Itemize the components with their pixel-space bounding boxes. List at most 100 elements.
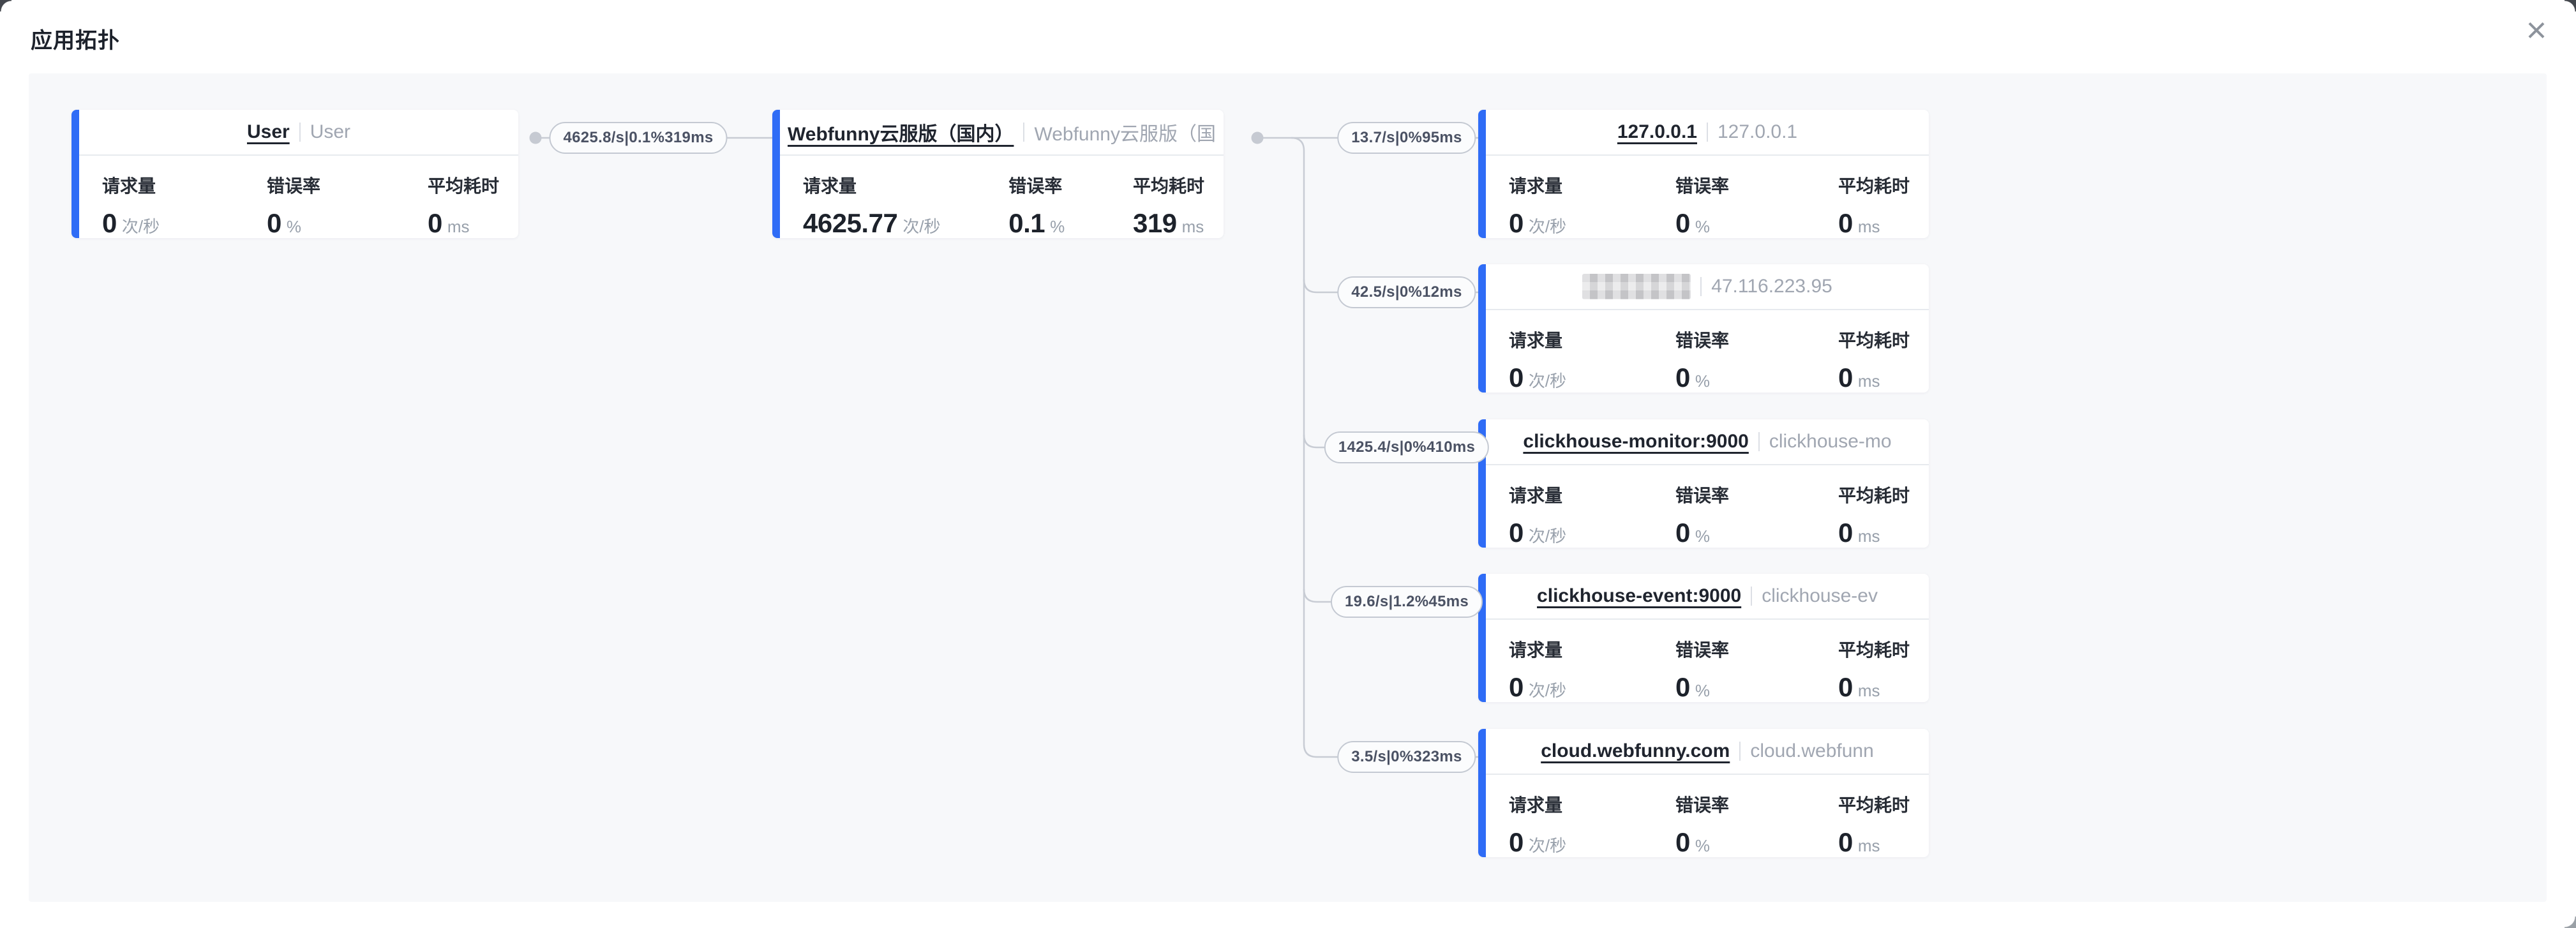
node-card-clickhouse-monitor[interactable]: clickhouse-monitor:9000 clickhouse-mo 请求… (1478, 419, 1929, 548)
metric-unit: % (1695, 217, 1711, 236)
metric-error-rate: 错误率 0% (1675, 791, 1729, 858)
node-header: clickhouse-event:9000 clickhouse-ev (1486, 574, 1929, 620)
metric-value: 0 (1509, 827, 1524, 857)
metric-unit: % (1050, 217, 1065, 236)
node-card-webfunny[interactable]: Webfunny云服版（国内） Webfunny云服版（国 请求量 4625.7… (772, 110, 1224, 238)
metric-label: 平均耗时 (1838, 795, 1910, 815)
metric-error-rate: 错误率 0% (1675, 172, 1729, 239)
metric-label: 平均耗时 (1838, 640, 1910, 660)
node-card-clickhouse-event[interactable]: clickhouse-event:9000 clickhouse-ev 请求量 … (1478, 574, 1929, 702)
metric-unit: 次/秒 (121, 217, 160, 236)
metric-label: 平均耗时 (427, 176, 499, 196)
node-accent-bar (1478, 110, 1486, 238)
metric-unit: ms (1857, 836, 1880, 855)
metric-value: 0 (1838, 208, 1853, 238)
metric-value: 0 (1838, 363, 1853, 393)
metric-value: 0 (1838, 672, 1853, 702)
metric-value: 0 (1509, 518, 1524, 548)
metric-label: 错误率 (1675, 640, 1730, 660)
metric-unit: 次/秒 (1528, 836, 1567, 855)
screen-corner (2565, 0, 2576, 11)
metric-label: 错误率 (1008, 176, 1063, 196)
redacted-node-title (1582, 274, 1691, 299)
title-divider (1707, 123, 1708, 142)
screen-corner (0, 0, 11, 11)
metric-unit: ms (1857, 681, 1880, 700)
metric-value: 0 (1675, 672, 1690, 702)
node-title-link[interactable]: Webfunny云服版（国内） (788, 124, 1014, 145)
metric-unit: % (1695, 527, 1711, 546)
metric-unit: 次/秒 (1528, 527, 1567, 546)
title-divider (1023, 123, 1025, 142)
metric-label: 请求量 (1509, 176, 1563, 196)
metric-label: 请求量 (803, 176, 857, 196)
node-title-link[interactable]: clickhouse-event:9000 (1537, 585, 1742, 606)
metric-label: 平均耗时 (1838, 486, 1910, 505)
node-subtitle: Webfunny云服版（国 (1034, 124, 1216, 145)
metric-value: 0 (102, 208, 117, 238)
node-subtitle: User (310, 121, 351, 142)
metric-unit: 次/秒 (902, 217, 941, 236)
node-title-link[interactable]: cloud.webfunny.com (1541, 740, 1730, 761)
edge-label-pill[interactable]: 4625.8/s|0.1%319ms (549, 122, 728, 154)
edge-label-pill[interactable]: 42.5/s|0%12ms (1337, 276, 1476, 308)
metric-unit: % (1695, 836, 1711, 855)
edge-label-pill[interactable]: 1425.4/s|0%410ms (1324, 431, 1490, 463)
metric-error-rate: 错误率 0% (1675, 482, 1729, 548)
metric-unit: % (1695, 681, 1711, 700)
metric-value: 0 (1838, 518, 1853, 548)
edge-label-pill[interactable]: 13.7/s|0%95ms (1337, 122, 1476, 154)
metric-error-rate: 错误率 0% (1675, 636, 1729, 703)
node-header: User User (79, 110, 518, 156)
node-title-link[interactable]: clickhouse-monitor:9000 (1523, 431, 1749, 452)
close-icon[interactable]: × (2526, 10, 2547, 50)
page-title: 应用拓扑 (31, 29, 120, 53)
metric-unit: ms (1857, 527, 1880, 546)
metric-label: 平均耗时 (1838, 331, 1910, 350)
metric-value: 0 (1675, 518, 1690, 548)
metric-value: 4625.77 (803, 208, 898, 238)
metric-label: 错误率 (267, 176, 321, 196)
metric-value: 0.1 (1008, 208, 1045, 238)
metric-unit: ms (1181, 217, 1204, 236)
node-title-link[interactable]: 127.0.0.1 (1617, 121, 1697, 142)
node-header: 127.0.0.1 127.0.0.1 (1486, 110, 1929, 156)
edge-label-pill[interactable]: 19.6/s|1.2%45ms (1330, 586, 1483, 618)
metric-unit: 次/秒 (1528, 371, 1567, 391)
node-accent-bar (71, 110, 79, 238)
metric-unit: % (286, 217, 302, 236)
node-header: clickhouse-monitor:9000 clickhouse-mo (1486, 419, 1929, 465)
metric-unit: ms (1857, 217, 1880, 236)
metric-label: 平均耗时 (1132, 176, 1204, 196)
node-subtitle: 127.0.0.1 (1718, 121, 1798, 142)
metric-unit: ms (1857, 371, 1880, 391)
node-title-link[interactable]: User (246, 121, 290, 142)
edge-label-pill[interactable]: 3.5/s|0%323ms (1337, 741, 1476, 773)
title-divider (1758, 432, 1760, 451)
title-divider (1739, 742, 1741, 761)
metric-label: 请求量 (102, 176, 156, 196)
node-subtitle: clickhouse-ev (1762, 585, 1878, 606)
metric-value: 0 (1509, 672, 1524, 702)
title-divider (1700, 277, 1702, 296)
node-header: cloud.webfunny.com cloud.webfunn (1486, 729, 1929, 775)
metric-label: 请求量 (1509, 331, 1563, 350)
metric-label: 请求量 (1509, 640, 1563, 660)
node-header: 47.116.223.95 (1486, 264, 1929, 310)
